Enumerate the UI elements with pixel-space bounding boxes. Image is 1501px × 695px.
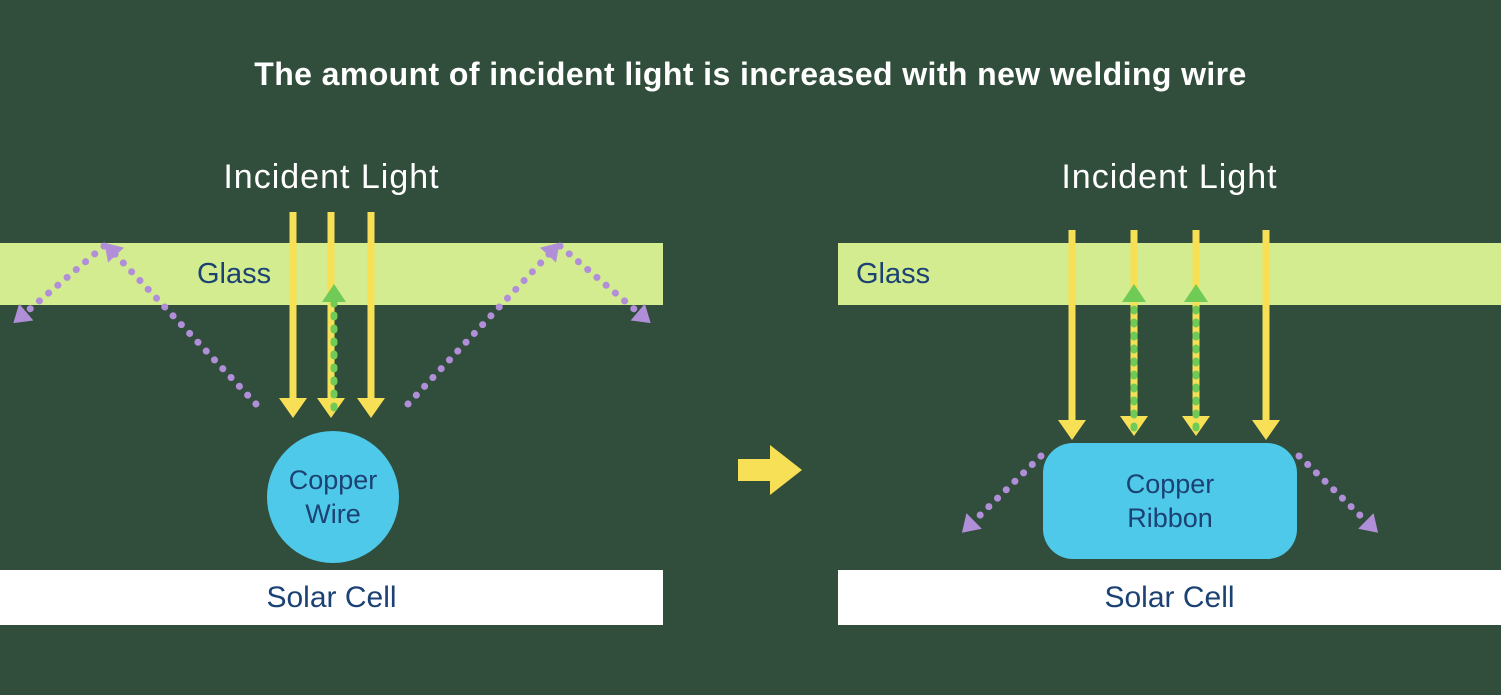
incident-light-label-right: Incident Light: [1061, 158, 1278, 196]
purple-dashed-arrow: [404, 242, 560, 408]
purple-dashed-arrow: [1295, 452, 1379, 533]
incident-light-label-left: Incident Light: [223, 158, 440, 196]
purple-dashed-arrow: [13, 242, 108, 324]
glass-layer-right: [838, 243, 1501, 305]
purple-dashed-arrow: [104, 242, 260, 408]
scattered-light-arrows-right: [961, 452, 1379, 533]
incident-light-arrows-left: [279, 212, 385, 418]
glass-label-right: Glass: [856, 258, 931, 290]
incident-light-arrows-right: [1058, 230, 1280, 440]
diagram-title: The amount of incident light is increase…: [254, 56, 1247, 92]
copper-wire-label-line1: Copper: [288, 465, 378, 495]
purple-dashed-arrow: [961, 452, 1045, 533]
copper-ribbon-label-line2: Ribbon: [1127, 503, 1213, 533]
copper-wire-label-line2: Wire: [305, 499, 361, 529]
copper-ribbon-label-line1: Copper: [1125, 469, 1215, 499]
glass-label-left: Glass: [197, 258, 272, 290]
solar-cell-right: Solar Cell: [838, 570, 1501, 625]
copper-ribbon: Copper Ribbon: [1043, 443, 1297, 559]
transition-right-arrow-icon: [738, 445, 802, 495]
purple-dashed-arrow: [556, 242, 651, 324]
copper-wire: Copper Wire: [267, 431, 399, 563]
solar-cell-label-right: Solar Cell: [1104, 580, 1235, 614]
reflected-light-arrows-right: [1122, 284, 1208, 432]
scattered-light-arrows-left: [13, 242, 651, 408]
solar-cell-left: Solar Cell: [0, 570, 663, 625]
solar-cell-label-left: Solar Cell: [266, 580, 397, 614]
